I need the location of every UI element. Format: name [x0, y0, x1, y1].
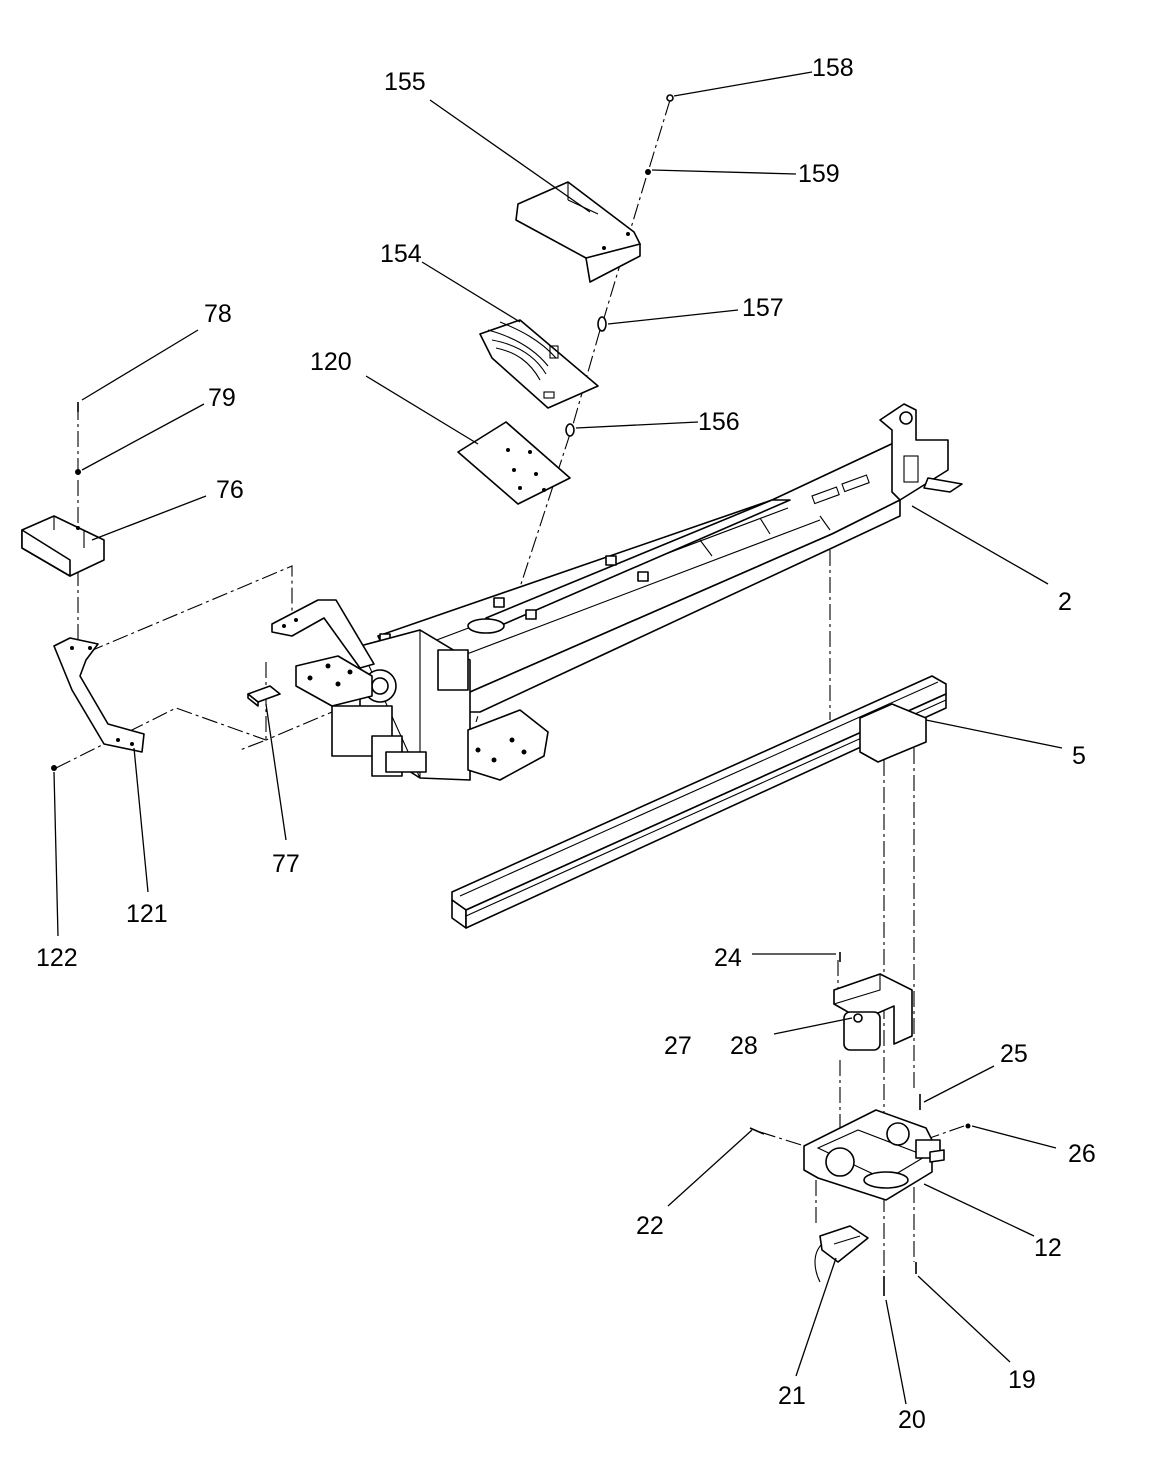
callout-76: 76: [216, 476, 244, 504]
callout-155: 155: [384, 68, 426, 96]
callout-159: 159: [798, 160, 840, 188]
callout-20: 20: [898, 1406, 926, 1434]
callout-79: 79: [208, 384, 236, 412]
callout-19: 19: [1008, 1366, 1036, 1394]
fasteners: [51, 94, 971, 1296]
main-beam-assembly: [271, 403, 963, 781]
cover-155: [515, 181, 641, 283]
sensor-21: [814, 1225, 869, 1283]
callout-12: 12: [1034, 1234, 1062, 1262]
callout-26: 26: [1068, 1140, 1096, 1168]
callout-154: 154: [380, 240, 422, 268]
plate-120: [457, 421, 571, 505]
callout-25: 25: [1000, 1040, 1028, 1068]
callout-labels: 155 158 159 154 157 120 156 78 79 76 2 5…: [36, 54, 1096, 1434]
callout-21: 21: [778, 1382, 806, 1410]
callout-2: 2: [1058, 588, 1072, 616]
callout-156: 156: [698, 408, 740, 436]
callout-27: 27: [664, 1032, 692, 1060]
callout-120: 120: [310, 348, 352, 376]
leader-lines: [53, 71, 1063, 1405]
callout-22: 22: [636, 1212, 664, 1240]
callout-157: 157: [742, 294, 784, 322]
motor-block-27: [833, 973, 913, 1051]
callout-78: 78: [204, 300, 232, 328]
circuit-board-154: [479, 319, 599, 409]
pad-77: [247, 685, 281, 707]
bracket-121: [53, 637, 145, 753]
callout-121: 121: [126, 900, 168, 928]
linear-rail: [451, 675, 947, 929]
callout-158: 158: [812, 54, 854, 82]
callout-24: 24: [714, 944, 742, 972]
callout-28: 28: [730, 1032, 758, 1060]
bracket-76: [21, 515, 105, 577]
callout-5: 5: [1072, 742, 1086, 770]
callout-77: 77: [272, 850, 300, 878]
housing-12: [803, 1109, 945, 1201]
callout-122: 122: [36, 944, 78, 972]
